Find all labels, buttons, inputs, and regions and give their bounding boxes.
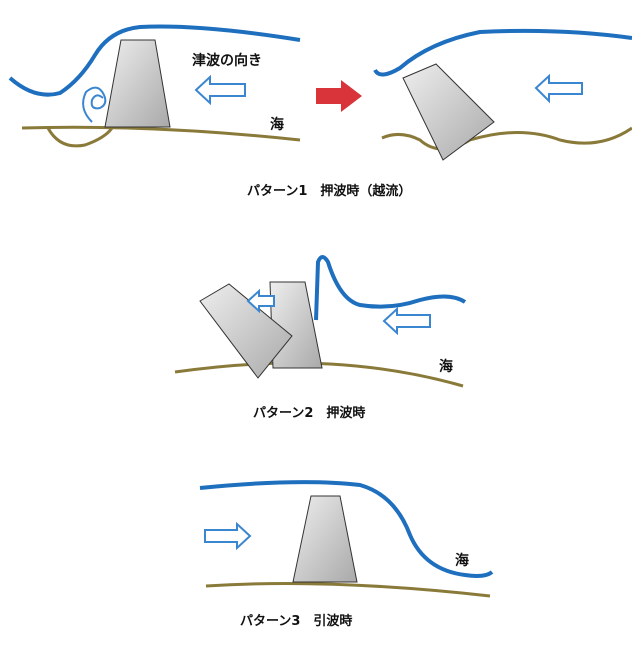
breakwater-block bbox=[104, 39, 171, 128]
tilted-breakwater-block bbox=[402, 63, 495, 161]
ground-line bbox=[205, 582, 491, 598]
ground-line bbox=[381, 126, 632, 151]
arrow-right-icon bbox=[204, 521, 252, 551]
sea-label: 海 bbox=[439, 359, 453, 375]
arrow-left-icon bbox=[246, 288, 275, 314]
ground-scour bbox=[46, 127, 114, 148]
tsunami-wave bbox=[199, 480, 494, 578]
breakwater-block bbox=[292, 495, 358, 583]
arrow-left-icon bbox=[382, 306, 431, 336]
vortex-spiral bbox=[82, 86, 107, 123]
tilted-breakwater-block bbox=[199, 283, 293, 379]
tsunami-wave bbox=[314, 255, 467, 321]
ground-line bbox=[174, 361, 464, 388]
arrow-right-red-icon bbox=[316, 80, 362, 112]
tsunami-direction-label: 津波の向き bbox=[192, 53, 262, 69]
sea-label: 海 bbox=[270, 117, 284, 133]
pattern3-caption: パターン3 引波時 bbox=[240, 614, 353, 629]
pattern2-caption: パターン2 押波時 bbox=[253, 406, 366, 421]
ground-line bbox=[21, 125, 301, 142]
tsunami-wave bbox=[373, 28, 632, 77]
pattern1-caption: パターン1 押波時（越流） bbox=[247, 184, 412, 199]
arrow-left-icon bbox=[534, 73, 583, 104]
sea-label: 海 bbox=[455, 553, 469, 569]
arrow-left-icon bbox=[194, 74, 246, 106]
tsunami-wave bbox=[8, 24, 301, 97]
